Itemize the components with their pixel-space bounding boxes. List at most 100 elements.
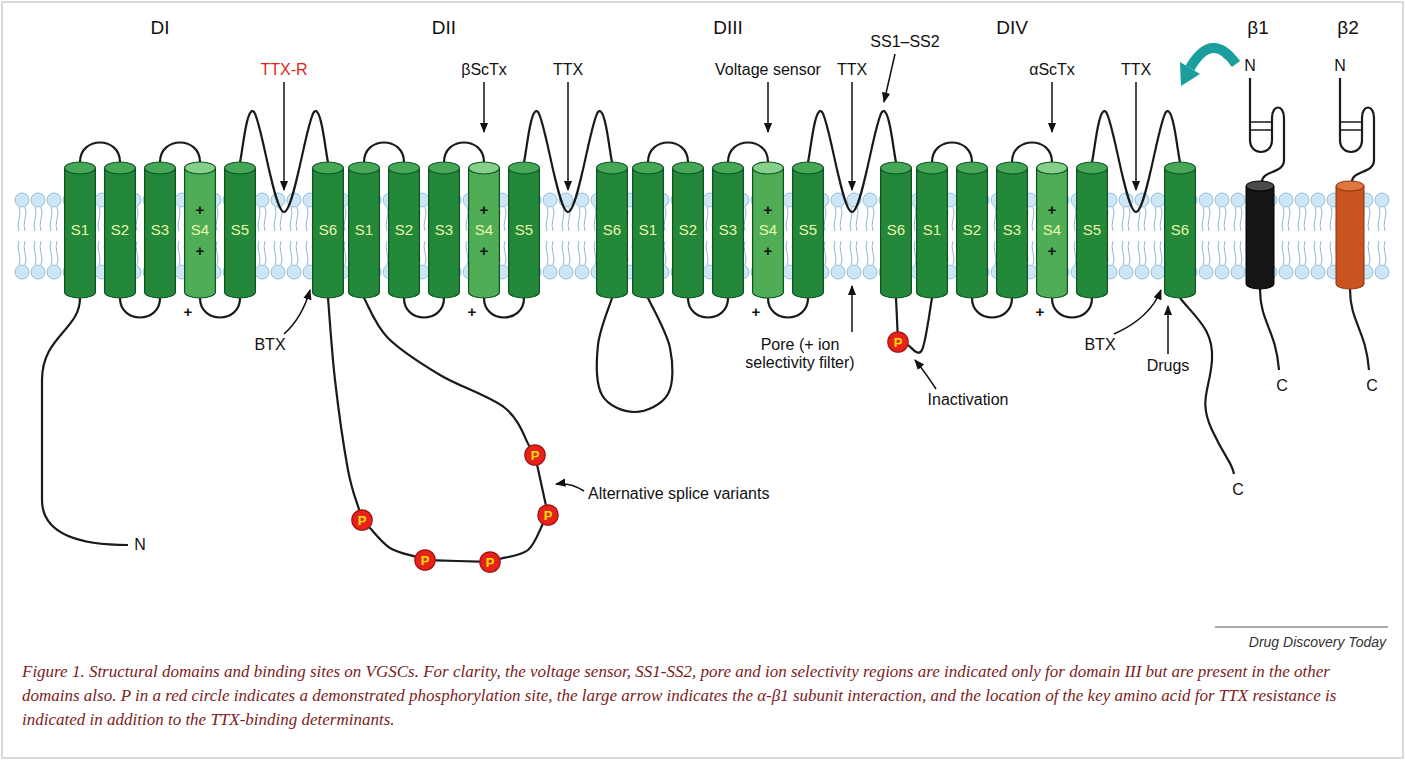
charge-sign: +	[1048, 243, 1057, 258]
segment-label: S4	[1043, 222, 1061, 238]
segment-label: S3	[151, 222, 169, 238]
chain-loop	[728, 143, 768, 163]
chain-loop	[896, 298, 898, 331]
cylinder-body	[881, 168, 912, 298]
charge-sign: +	[480, 243, 489, 258]
cylinder-cap	[633, 162, 664, 174]
toxin-label: βScTx	[461, 61, 507, 79]
charge-sign: +	[752, 303, 761, 320]
interaction-arrowhead	[1180, 62, 1200, 86]
chain-loop	[370, 528, 415, 557]
charge-sign: +	[196, 202, 205, 217]
cylinder-body	[713, 168, 744, 298]
cylinder-body	[917, 168, 948, 298]
transmembrane-segment: +S4+	[468, 162, 500, 298]
terminus-label: N	[1244, 57, 1256, 75]
phospho-disc	[480, 552, 500, 572]
segment-label: S1	[923, 222, 941, 238]
segment-label: S6	[887, 222, 905, 238]
toxin-label: TTX	[553, 61, 583, 79]
cylinder-body	[509, 168, 540, 298]
cylinder-body	[633, 168, 664, 298]
phosphorylation-site: P	[351, 509, 373, 531]
chain-loop	[484, 298, 524, 318]
chain-loop	[200, 298, 240, 318]
region-label: Voltage sensor	[715, 61, 821, 79]
cylinder-cap	[469, 162, 500, 174]
phosphorylation-site: P	[887, 331, 909, 353]
segment-label: S5	[799, 222, 817, 238]
cylinder-cap	[917, 162, 948, 174]
segment-label: S2	[963, 222, 981, 238]
chain-loop	[688, 298, 728, 318]
phospho-disc	[415, 550, 435, 570]
cylinder-body	[145, 168, 176, 298]
segment-label: S2	[395, 222, 413, 238]
phospho-disc	[888, 332, 908, 352]
chain-loop	[908, 298, 932, 353]
beta2-tail	[1350, 289, 1369, 370]
cylinder-cap	[793, 162, 824, 174]
transmembrane-segment: S6	[312, 162, 344, 298]
cylinder-cap	[65, 162, 96, 174]
leader-line	[283, 82, 285, 190]
segment-label: S3	[435, 222, 453, 238]
segment-label: S1	[639, 222, 657, 238]
disulfide-bond	[1250, 122, 1272, 130]
subunit-label: β2	[1337, 17, 1359, 39]
phospho-label: P	[531, 449, 540, 462]
cylinder-cap	[349, 162, 380, 174]
phosphorylation-site: P	[414, 549, 436, 571]
chain-loop	[537, 466, 545, 504]
chain-loop	[972, 298, 1012, 318]
cylinder-cap	[1165, 162, 1196, 174]
region-label: Inactivation	[928, 391, 1009, 409]
leader-line	[915, 360, 936, 389]
terminus-label: C	[1366, 377, 1378, 395]
transmembrane-segment: S1	[916, 162, 948, 298]
domain-label: DI	[151, 17, 170, 39]
chain-loop	[436, 560, 479, 561]
chain-loop	[932, 143, 972, 163]
phosphorylation-site: P	[537, 504, 559, 526]
transmembrane-segment: S5	[508, 162, 540, 298]
journal-name: Drug Discovery Today	[1249, 634, 1386, 650]
region-label: SS1–SS2	[870, 33, 939, 51]
phospho-label: P	[544, 509, 553, 522]
leader-line	[851, 82, 853, 190]
charge-sign: +	[1036, 303, 1045, 320]
chain-loop	[364, 143, 404, 163]
transmembrane-segment: S3	[428, 162, 460, 298]
beta2-cylinder	[1336, 186, 1364, 289]
leader-line	[851, 286, 853, 332]
leader-line	[767, 82, 769, 132]
cylinder-body	[597, 168, 628, 298]
cylinder-body	[185, 168, 216, 298]
phospho-disc	[538, 505, 558, 525]
chain-loop	[160, 143, 200, 163]
cylinder-body	[349, 168, 380, 298]
domain-label: DII	[432, 17, 456, 39]
phospho-label: P	[894, 336, 903, 349]
terminus-label: C	[1276, 377, 1288, 395]
terminus-label: N	[1334, 57, 1346, 75]
leader-line	[1051, 82, 1053, 132]
transmembrane-segment: S5	[792, 162, 824, 298]
domain-label: DIV	[996, 17, 1028, 39]
chain-loop	[1052, 298, 1092, 318]
beta1-chain	[1250, 78, 1284, 182]
beta1-cap	[1246, 181, 1274, 191]
transmembrane-segment: S1	[64, 162, 96, 298]
beta1-cylinder	[1246, 186, 1274, 289]
transmembrane-segment: +S4+	[184, 162, 216, 298]
journal-rule	[1215, 627, 1388, 628]
leader-line	[556, 484, 584, 491]
cylinder-cap	[105, 162, 136, 174]
leader-line	[483, 82, 485, 132]
phosphorylation-site: P	[524, 444, 546, 466]
transmembrane-segment: +S4+	[752, 162, 784, 298]
cylinder-cap	[713, 162, 744, 174]
